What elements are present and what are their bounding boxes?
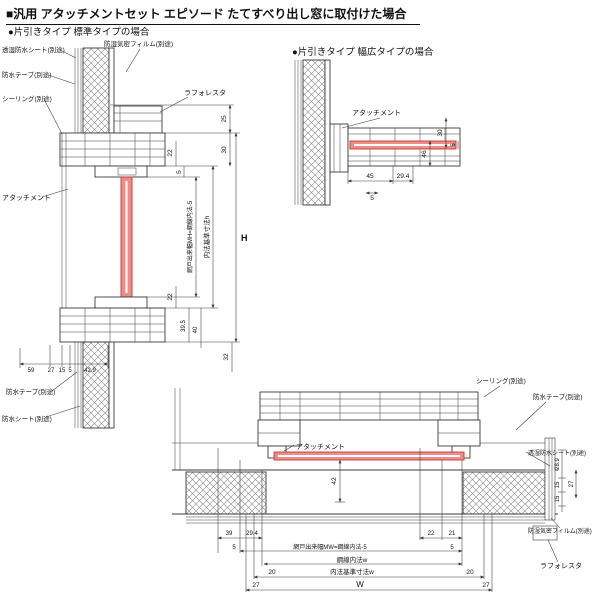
wall-hatch-top [82, 47, 110, 134]
dim-5-right: 5 [450, 545, 454, 551]
label-vapor-film: 防湿気密フィルム(別途) [528, 527, 592, 535]
dim-15: 15 [59, 368, 66, 374]
dim-screen-height: 網戸出来幅MH=鋼線内法-5 [186, 200, 194, 273]
dim-30: 30 [221, 146, 228, 154]
dim-27-v: 27 [569, 480, 575, 487]
dim-5-bottom: 5 [68, 368, 72, 374]
dim-W: W [356, 580, 364, 589]
dim-5-left: 5 [232, 545, 236, 551]
section-label-standard: ●片引きタイプ 標準タイプの場合 [8, 27, 150, 38]
dim-inner-height: 内法基準寸法h [202, 215, 211, 258]
dimension-lines [347, 117, 459, 195]
page-title: ■汎用 アタッチメントセット エピソード たてすべり出し窓に取付けた場合 [6, 5, 421, 25]
label-sealing: シーリング(別途) [2, 94, 52, 103]
label-laforesta: ラフォレスタ [184, 88, 226, 97]
dim-59: 59 [28, 368, 35, 374]
dim-29-4: 29.4 [397, 173, 410, 180]
dimension-lines [19, 104, 240, 372]
interior-trim-laforesta [113, 105, 163, 134]
attachment-profile [329, 123, 349, 173]
dim-28-9: 28.9 [555, 458, 561, 470]
label-attachment: アタッチメント [352, 108, 401, 117]
label-moisture-sheet-top: 透湿防水シート(別途) [2, 45, 65, 54]
label-vapor-film: 防湿気密フィルム(別途) [104, 39, 173, 48]
dim-25: 25 [221, 115, 228, 123]
dim-22-bottom: 22 [167, 293, 174, 301]
dim-5-bottom: 5 [370, 195, 374, 202]
dim-27-right: 27 [482, 582, 490, 589]
dim-46: 46 [421, 150, 428, 158]
bottom-drawing: アタッチメント シーリング(別途) 防水テープ(別途) 透湿防水シート(別途) … [172, 376, 592, 592]
wall-hatch-bottom [82, 341, 110, 429]
label-waterproof-sheet-bottom: 防水シート(別途) [2, 414, 52, 423]
dim-5-top: 5 [176, 170, 183, 174]
section-label-wide: ●片引きタイプ 幅広タイプの場合 [292, 47, 434, 58]
sill-frame-section [59, 307, 166, 343]
wide-drawing: アタッチメント 45 29.4 5 46 30 5 [294, 59, 461, 206]
label-laforesta: ラフォレスタ [540, 561, 582, 570]
dim-screen-width: 網戸出来幅MW=鋼線内法-5 [293, 543, 367, 551]
dimension-lines [217, 448, 578, 592]
dim-22: 22 [428, 531, 435, 537]
label-waterproof-tape: 防水テープ(別途) [533, 392, 582, 401]
dim-22-top: 22 [167, 149, 174, 157]
dim-15-b: 15 [555, 495, 561, 502]
dim-29-4: 29.4 [246, 531, 258, 537]
attachment-sill-profile [94, 296, 148, 309]
dim-39-5: 39.5 [181, 320, 187, 332]
dim-wire-inner-width: 鋼線内法w [337, 555, 368, 564]
dim-20-right: 20 [466, 569, 474, 576]
dim-42-9: 42.9 [84, 368, 96, 374]
label-moisture-sheet: 透湿防水シート(別途) [528, 449, 586, 457]
dim-inner-width: 内法基準寸法w [330, 567, 374, 576]
wall-hatch-right [462, 471, 546, 515]
leader-lines [283, 385, 561, 563]
wall-hatch [302, 59, 326, 206]
wall-hatch-left [185, 471, 267, 515]
dim-32: 32 [223, 353, 230, 361]
interior-trim-laforesta [532, 525, 558, 541]
dim-21: 21 [449, 531, 456, 537]
dim-45: 45 [366, 173, 374, 180]
label-waterproof-tape-bottom: 防水テープ(別途) [6, 387, 55, 396]
dim-30: 30 [437, 129, 444, 137]
label-sealing: シーリング(別途) [476, 376, 526, 385]
dim-27-left: 27 [252, 582, 260, 589]
label-attachment: アタッチメント [296, 442, 345, 451]
dim-27: 27 [48, 368, 55, 374]
dim-5-right: 5 [451, 143, 457, 147]
leader-lines [41, 48, 189, 418]
dim-40: 40 [193, 326, 199, 333]
dim-39: 39 [226, 531, 233, 537]
dim-42: 42 [331, 477, 338, 485]
head-frame-section [59, 132, 166, 167]
label-waterproof-tape-top: 防水テープ(別途) [2, 70, 51, 79]
label-attachment: アタッチメント [2, 193, 51, 202]
dim-20-left: 20 [268, 569, 276, 576]
leader-line [341, 117, 381, 129]
dim-15-a: 15 [555, 481, 561, 488]
dim-H: H [241, 233, 248, 243]
left-drawing: 透湿防水シート(別途) 防水テープ(別途) シーリング(別途) アタッチメント … [2, 39, 248, 429]
